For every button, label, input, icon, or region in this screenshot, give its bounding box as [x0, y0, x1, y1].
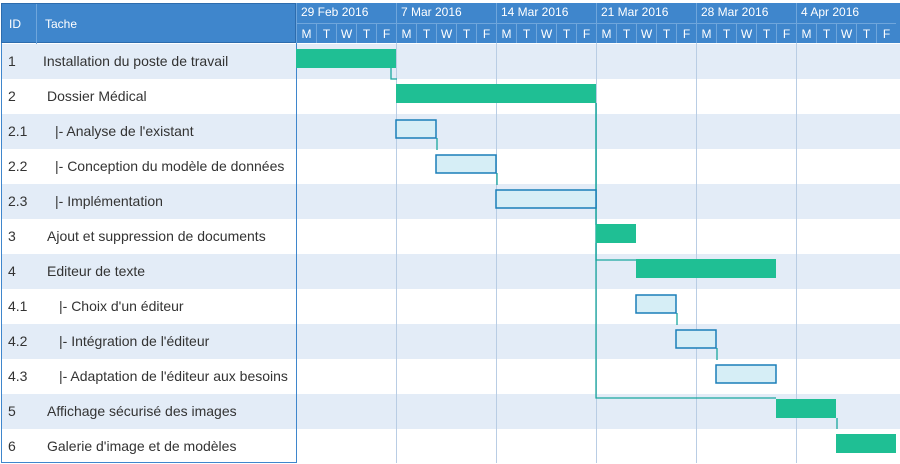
task-id: 1	[8, 53, 16, 69]
day-label: T	[816, 23, 836, 43]
task-name[interactable]: |- Implémentation	[55, 193, 163, 209]
dependency-line	[595, 243, 636, 261]
day-label: T	[316, 23, 336, 43]
day-label: F	[876, 23, 896, 43]
task-name[interactable]: Galerie d'image et de modèles	[47, 438, 237, 454]
task-id: 2.1	[8, 123, 28, 139]
task-bar-2[interactable]	[396, 84, 596, 103]
week-label: 4 Apr 2016	[796, 3, 896, 23]
day-label: M	[796, 23, 816, 43]
task-name[interactable]: Ajout et suppression de documents	[47, 228, 266, 244]
week-gridline	[696, 43, 697, 463]
task-name[interactable]: |- Analyse de l'existant	[55, 123, 194, 139]
task-name[interactable]: Editeur de texte	[47, 263, 146, 279]
day-label: W	[536, 23, 556, 43]
week-label: 28 Mar 2016	[696, 3, 796, 23]
table-border-bottom	[1, 462, 297, 463]
task-bar-6[interactable]	[836, 434, 896, 453]
task-id: 2	[8, 88, 16, 104]
task-bar-2-2[interactable]	[435, 154, 497, 174]
table-row[interactable]: 6 Galerie d'image et de modèles	[1, 429, 900, 464]
day-label: T	[856, 23, 876, 43]
task-bar-4-1[interactable]	[635, 294, 677, 314]
task-name-column-header[interactable]: Tache	[45, 17, 78, 31]
dependency-line	[390, 68, 397, 80]
task-name[interactable]: |- Adaptation de l'éditeur aux besoins	[59, 368, 288, 384]
day-label: M	[596, 23, 616, 43]
day-label: T	[516, 23, 536, 43]
table-row[interactable]: 3 Ajout et suppression de documents	[1, 219, 900, 254]
day-label: W	[336, 23, 356, 43]
day-label: M	[696, 23, 716, 43]
task-id: 3	[8, 228, 16, 244]
day-label: F	[376, 23, 396, 43]
day-label: M	[496, 23, 516, 43]
id-column-header[interactable]: ID	[9, 17, 21, 31]
day-label: F	[476, 23, 496, 43]
task-id: 2.3	[8, 193, 28, 209]
week-gridline	[796, 43, 797, 463]
day-label: T	[556, 23, 576, 43]
task-id: 4.3	[8, 368, 28, 384]
task-bar-4-2[interactable]	[675, 329, 717, 349]
day-label: T	[356, 23, 376, 43]
task-bar-4[interactable]	[636, 259, 776, 278]
day-label: T	[416, 23, 436, 43]
day-label: T	[656, 23, 676, 43]
day-label: W	[636, 23, 656, 43]
day-label: T	[456, 23, 476, 43]
task-bar-4-3[interactable]	[715, 364, 777, 384]
task-name[interactable]: |- Intégration de l'éditeur	[59, 333, 210, 349]
week-gridline	[396, 43, 397, 463]
week-gridline	[496, 43, 497, 463]
column-divider[interactable]	[36, 4, 37, 44]
task-id: 6	[8, 438, 16, 454]
task-table-header: ID Tache	[1, 3, 296, 44]
day-label: W	[436, 23, 456, 43]
task-id: 2.2	[8, 158, 28, 174]
day-label: F	[676, 23, 696, 43]
table-row[interactable]: 2.3 |- Implémentation	[1, 184, 900, 219]
task-id: 4.2	[8, 333, 28, 349]
task-name[interactable]: |- Conception du modèle de données	[55, 158, 285, 174]
task-name[interactable]: Dossier Médical	[47, 88, 147, 104]
day-label: W	[836, 23, 856, 43]
task-name[interactable]: Affichage sécurisé des images	[47, 403, 237, 419]
day-label: M	[296, 23, 316, 43]
task-bar-1[interactable]	[296, 49, 396, 68]
day-label: F	[576, 23, 596, 43]
day-label: M	[396, 23, 416, 43]
day-label: F	[776, 23, 796, 43]
task-id: 4	[8, 263, 16, 279]
dependency-line	[595, 103, 776, 399]
table-timeline-divider	[296, 43, 297, 462]
day-label: T	[756, 23, 776, 43]
task-bar-2-1[interactable]	[395, 119, 437, 139]
day-label: T	[616, 23, 636, 43]
day-label: W	[736, 23, 756, 43]
day-label: T	[716, 23, 736, 43]
table-border-left	[1, 43, 2, 462]
table-row[interactable]: 2.1 |- Analyse de l'existant	[1, 114, 900, 149]
task-bar-2-3[interactable]	[495, 189, 597, 209]
week-label: 21 Mar 2016	[596, 3, 696, 23]
task-bar-5[interactable]	[776, 399, 836, 418]
table-row[interactable]: 4.1 |- Choix d'un éditeur	[1, 289, 900, 324]
table-row[interactable]: 4.2 |- Intégration de l'éditeur	[1, 324, 900, 359]
task-id: 5	[8, 403, 16, 419]
task-bar-3[interactable]	[596, 224, 636, 243]
task-name[interactable]: |- Choix d'un éditeur	[59, 298, 184, 314]
table-row[interactable]: 1 Installation du poste de travail	[1, 44, 900, 79]
table-row[interactable]: 5 Affichage sécurisé des images	[1, 394, 900, 429]
task-name[interactable]: Installation du poste de travail	[43, 53, 229, 69]
task-id: 4.1	[8, 298, 28, 314]
week-label: 14 Mar 2016	[496, 3, 596, 23]
week-label: 7 Mar 2016	[396, 3, 496, 23]
week-label: 29 Feb 2016	[296, 3, 396, 23]
